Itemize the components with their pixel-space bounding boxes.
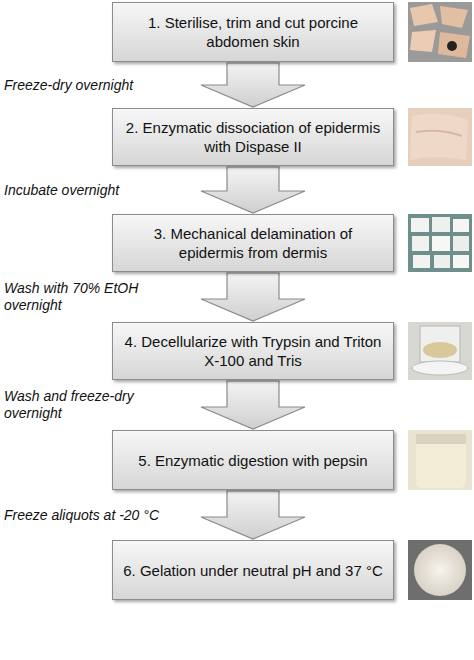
process-box: 1. Sterilise, trim and cut porcine abdom…: [112, 2, 394, 62]
gel-photo: [408, 540, 472, 600]
beaker-photo: [408, 322, 472, 380]
dermis-cubes-photo: [408, 214, 472, 272]
step-text: 5. Enzymatic digestion with pepsin: [138, 451, 367, 470]
step-note: Incubate overnight: [4, 182, 174, 199]
digest-photo: [408, 430, 472, 490]
step-note: Freeze aliquots at -20 °C: [4, 507, 194, 524]
step-text: 6. Gelation under neutral pH and 37 °C: [123, 561, 383, 580]
step-note: Freeze-dry overnight: [4, 77, 174, 94]
block-arrow: [201, 273, 305, 321]
step-text: 3. Mechanical delamination of epidermis …: [123, 224, 383, 262]
block-arrow: [201, 63, 305, 107]
step-text: 1. Sterilise, trim and cut porcine abdom…: [123, 13, 383, 51]
step-note: Wash and freeze-dry overnight: [4, 388, 154, 422]
step-note: Wash with 70% EtOH overnight: [4, 280, 154, 314]
process-box: 5. Enzymatic digestion with pepsin: [112, 430, 394, 490]
dermis-photo: [408, 108, 472, 166]
skin-photo: [408, 2, 472, 62]
process-box: 4. Decellularize with Trypsin and Triton…: [112, 322, 394, 380]
block-arrow: [201, 381, 305, 429]
block-arrow: [201, 167, 305, 213]
step-text: 2. Enzymatic dissociation of epidermis w…: [123, 118, 383, 156]
process-box: 3. Mechanical delamination of epidermis …: [112, 214, 394, 272]
process-box: 2. Enzymatic dissociation of epidermis w…: [112, 108, 394, 166]
step-text: 4. Decellularize with Trypsin and Triton…: [123, 332, 383, 370]
block-arrow: [201, 491, 305, 539]
process-box: 6. Gelation under neutral pH and 37 °C: [112, 540, 394, 600]
